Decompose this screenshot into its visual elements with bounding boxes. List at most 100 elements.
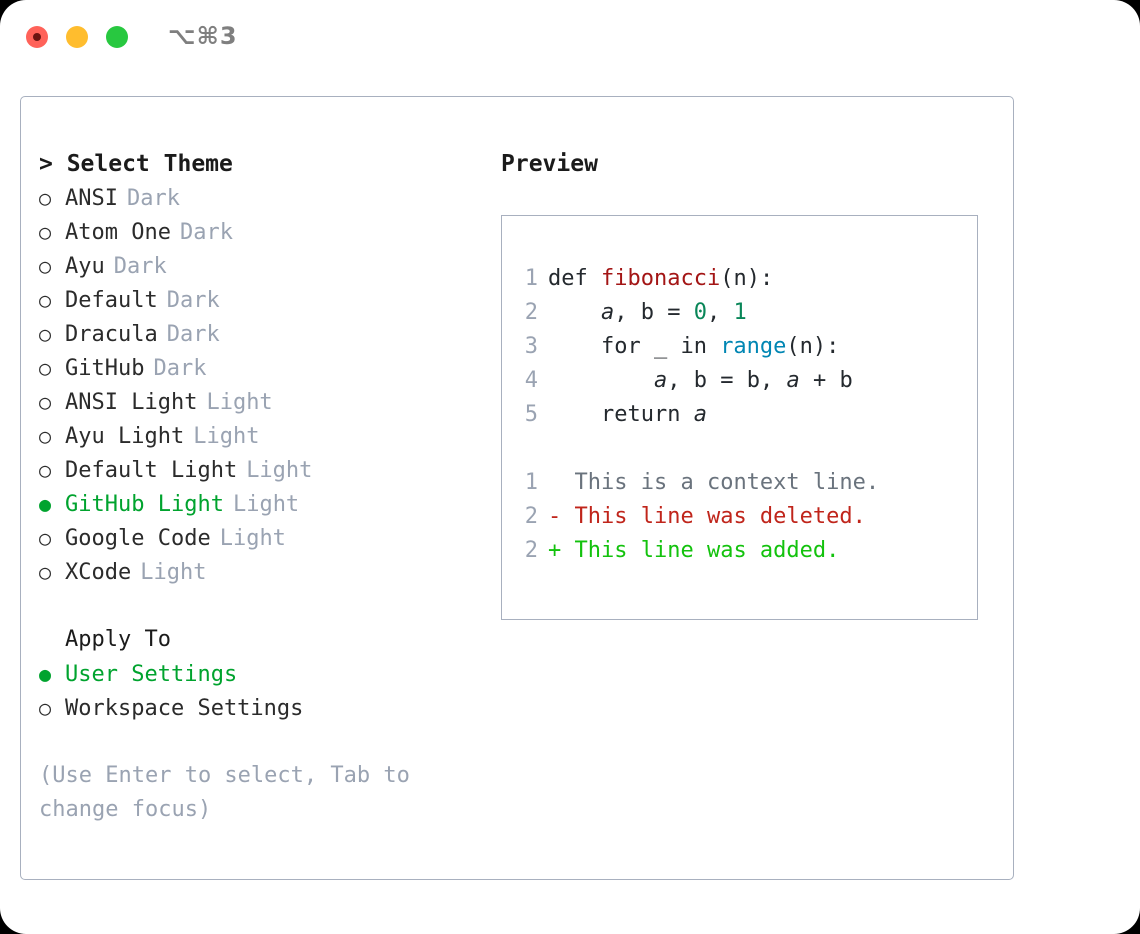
theme-variant-tag: Dark [166,288,220,313]
line-number: 1 [524,266,538,291]
line-number: 2 [524,538,538,563]
apply-to-label: Workspace Settings [65,696,304,721]
diff-text: This line was deleted. [574,504,866,529]
window-controls [26,26,128,48]
code-text: for _ in range(n): [548,330,839,364]
radio-unselected-icon: ○ [39,322,52,346]
radio-unselected-icon: ○ [39,220,52,244]
theme-name: XCode [65,560,132,585]
diff-line-add: 2 + This line was added. [502,534,977,568]
maximize-button[interactable] [106,26,128,48]
theme-name: Atom One [65,220,171,245]
theme-variant-tag: Dark [153,356,207,381]
token-var: a [693,402,707,427]
line-number: 3 [524,334,538,359]
token-plain: def [548,266,601,291]
code-text: a, b = b, a + b [548,364,853,398]
select-theme-header: > Select Theme [39,151,233,177]
line-number: 5 [524,402,538,427]
token-var: a [600,300,615,325]
theme-variant-tag: Light [140,560,207,585]
theme-option-2[interactable]: ○ Ayu Dark [39,249,499,283]
diff-text: This line was added. [574,538,840,563]
apply-to-option-1[interactable]: ○ Workspace Settings [39,691,499,725]
theme-variant-tag: Light [219,526,286,551]
diff-line-ctx: 1 This is a context line. [502,466,977,500]
token-plain: = [653,300,694,325]
token-func: fibonacci [600,266,721,291]
theme-option-0[interactable]: ○ ANSI Dark [39,181,499,215]
theme-variant-tag: Light [232,492,300,517]
title-bar: ⌥⌘3 [0,0,1140,78]
radio-unselected-icon: ○ [39,696,52,720]
token-plain: = [706,368,747,393]
diff-text: This is a context line. [574,470,880,495]
code-line: 3 for _ in range(n): [502,330,977,364]
apply-to-header: Apply To [65,627,171,652]
token-plain: b [839,368,853,393]
token-plain: (n): [720,266,774,291]
code-text: return a [548,398,707,432]
theme-option-5[interactable]: ○ GitHub Dark [39,351,499,385]
theme-option-11[interactable]: ○ XCode Light [39,555,499,589]
theme-option-9[interactable]: ● GitHub Light Light [39,487,499,521]
theme-name: GitHub [65,356,145,381]
theme-variant-tag: Dark [179,220,233,245]
token-plain [548,368,654,393]
token-plain: b [640,300,654,325]
code-line: 5 return a [502,398,977,432]
theme-name: Ayu [65,254,105,279]
theme-variant-tag: Dark [126,186,180,211]
token-plain: b [746,368,760,393]
radio-unselected-icon: ○ [39,560,52,584]
theme-variant-tag: Light [206,390,273,415]
keyboard-hint: (Use Enter to select, Tab to change focu… [39,763,410,822]
theme-option-1[interactable]: ○ Atom One Dark [39,215,499,249]
apply-to-label: User Settings [65,662,238,687]
radio-unselected-icon: ○ [39,254,52,278]
token-plain: (n): [786,334,840,359]
token-plain: , [614,300,641,325]
radio-unselected-icon: ○ [39,356,52,380]
token-num: 0 [693,300,707,325]
close-button[interactable] [26,26,48,48]
radio-selected-icon: ● [39,662,52,686]
radio-selected-icon: ● [39,492,52,516]
token-plain: , [667,368,694,393]
radio-unselected-icon: ○ [39,526,52,550]
radio-unselected-icon: ○ [39,186,52,210]
theme-variant-tag: Light [193,424,260,449]
theme-name: GitHub Light [65,492,224,517]
diff-spacer [502,432,977,466]
apply-to-option-0[interactable]: ● User Settings [39,657,499,691]
token-plain: , [706,300,734,325]
token-call: range [720,334,787,359]
radio-unselected-icon: ○ [39,390,52,414]
theme-name: ANSI [65,186,118,211]
theme-variant-tag: Light [246,458,313,483]
diff-sample: 1 This is a context line. 2- This line wa… [502,466,977,568]
theme-variant-tag: Dark [113,254,167,279]
code-text: def fibonacci(n): [548,262,773,296]
line-number: 2 [524,504,538,529]
token-var: a [653,368,668,393]
radio-unselected-icon: ○ [39,458,52,482]
shortcut-label: ⌥⌘3 [168,22,238,50]
diff-marker: - [548,504,575,529]
diff-marker: + [548,538,575,563]
theme-name: Dracula [65,322,158,347]
apply-to-list[interactable]: ● User Settings ○ Workspace Settings [39,657,499,725]
minimize-button[interactable] [66,26,88,48]
